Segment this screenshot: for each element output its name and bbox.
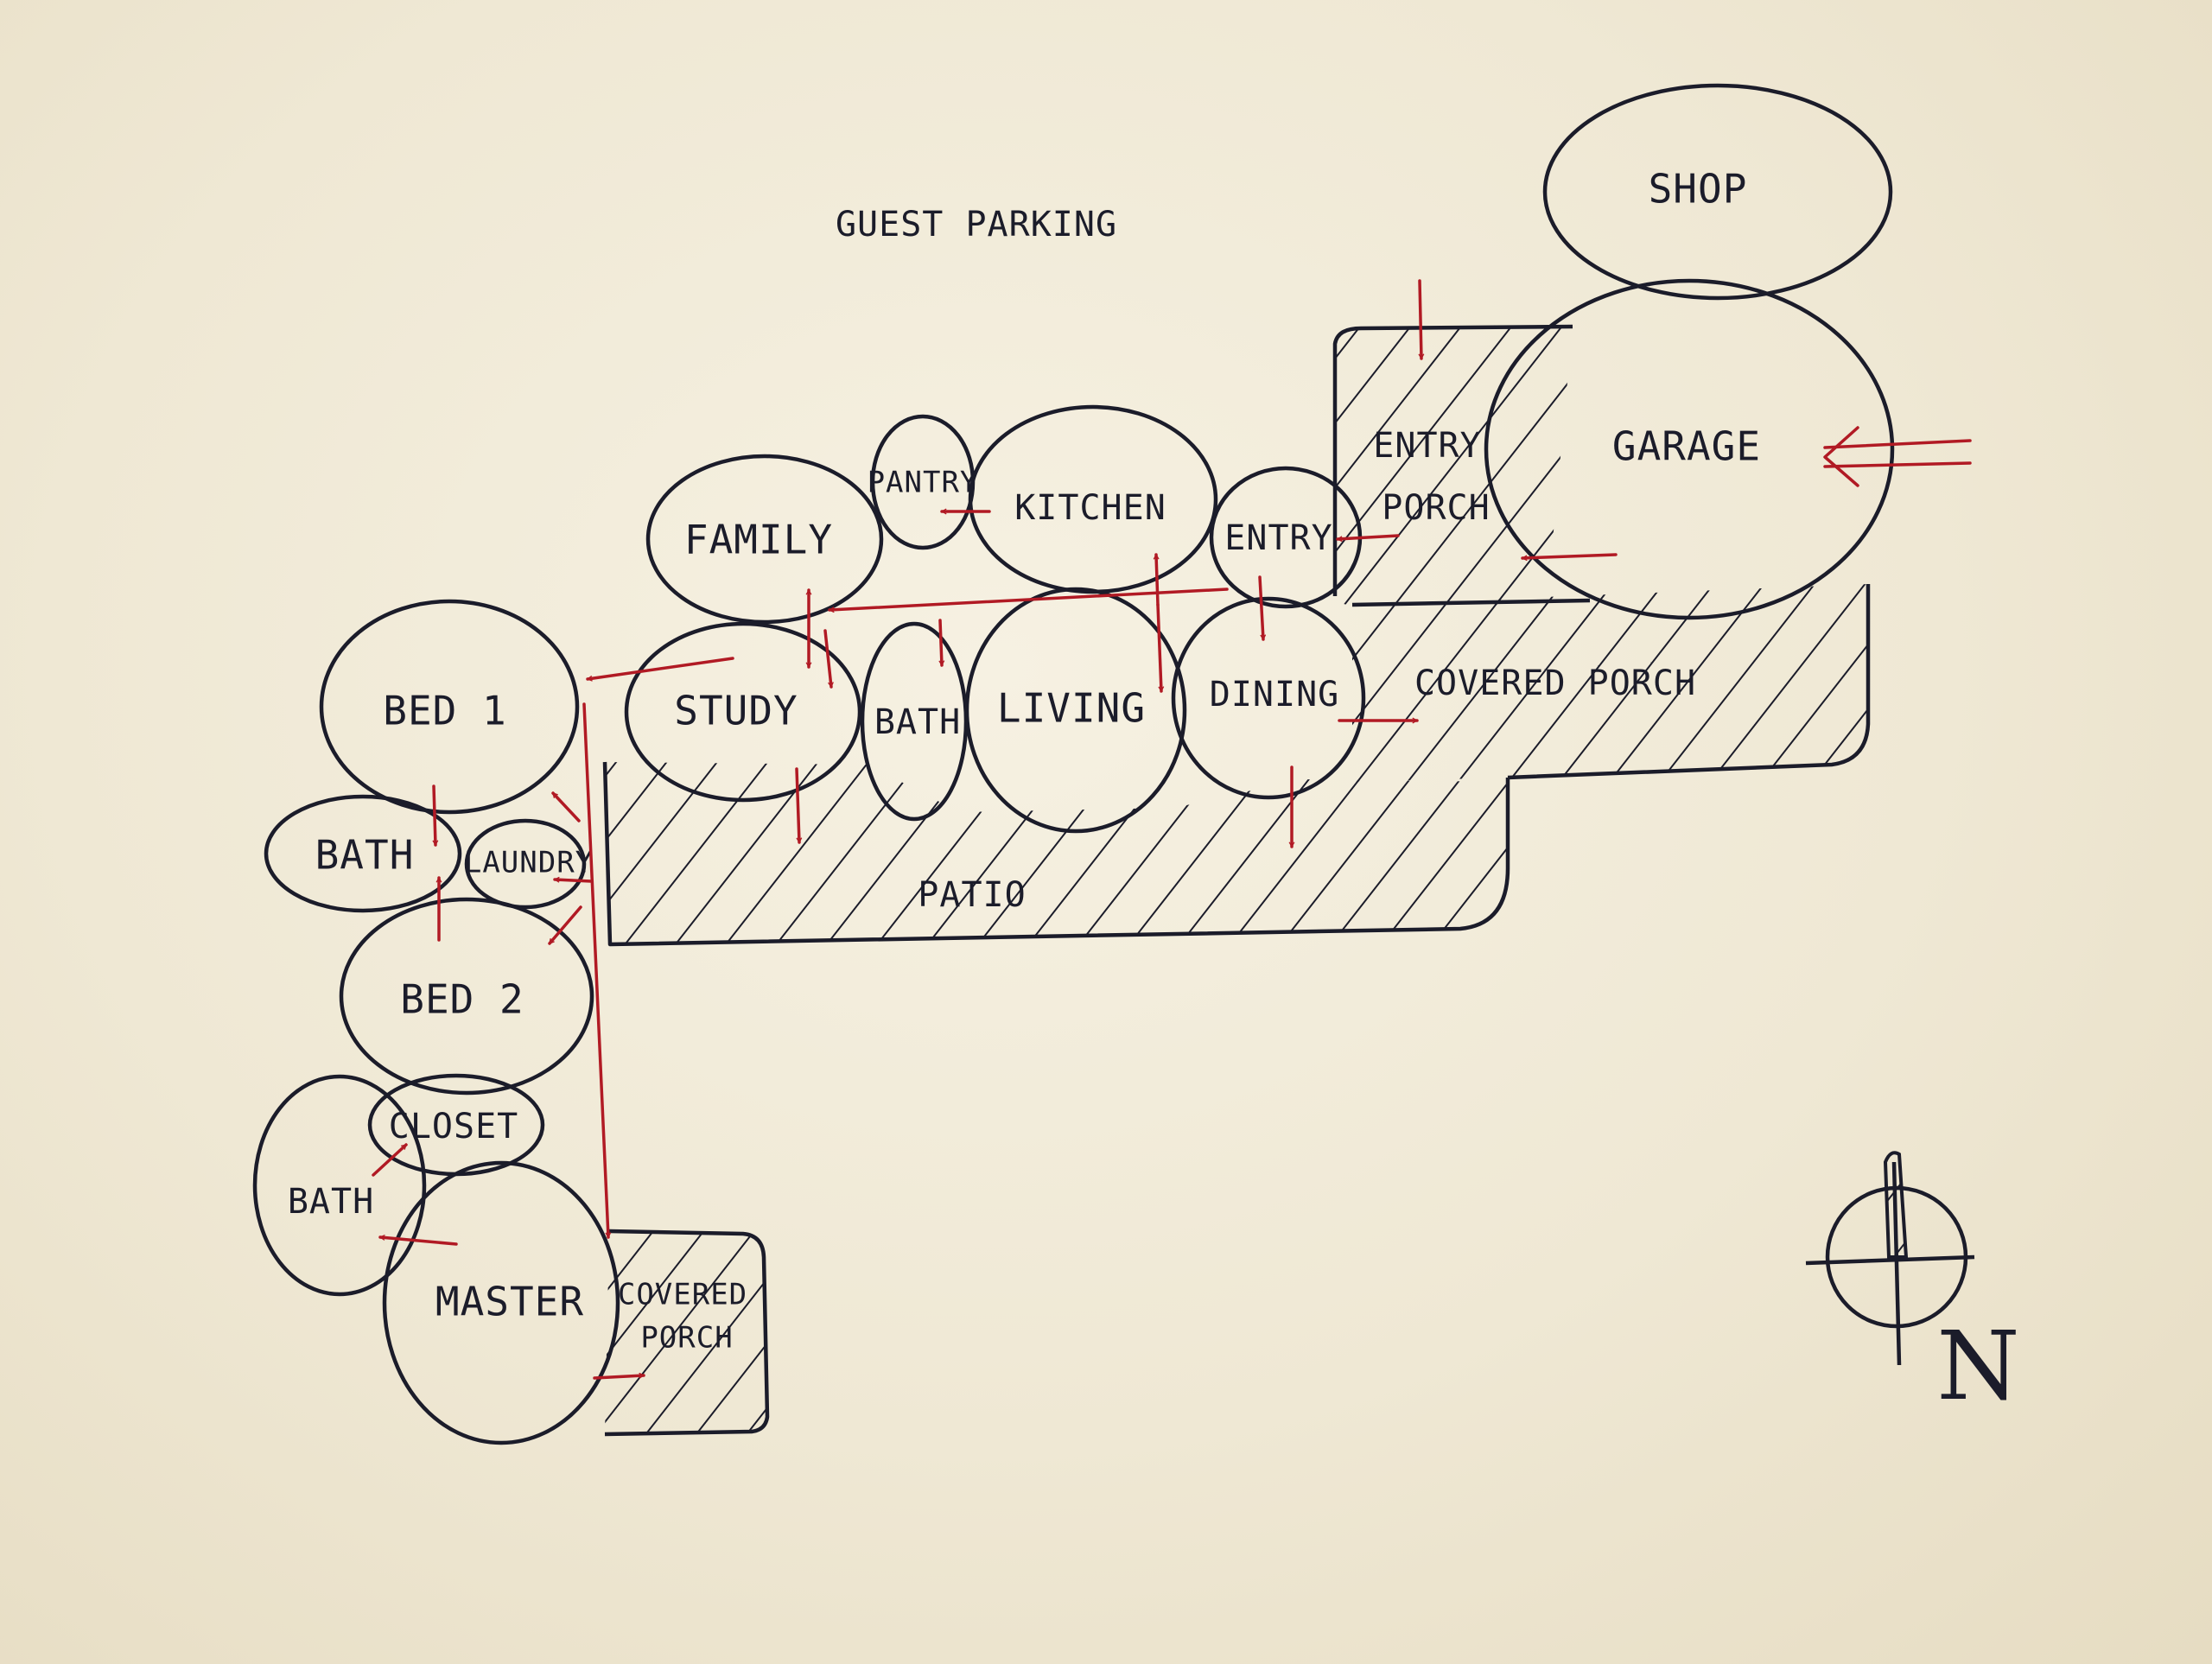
bath-hall-bubble: [264, 794, 462, 913]
garage-entrance-arrow-1: [1823, 439, 1972, 449]
bed1-label: BED 1: [383, 688, 506, 734]
arrow-master-porch: [593, 1372, 645, 1380]
arrow-entry-to-dining: [1258, 575, 1267, 641]
dining-bubble: [1171, 596, 1366, 800]
study-bubble: [624, 621, 862, 803]
bath-hall-label: BATH: [315, 832, 415, 879]
arrow-master-bath: [378, 1234, 458, 1246]
bath-master-bubble: [252, 1074, 427, 1297]
laundry-bubble: [464, 818, 587, 910]
entry-porch-label-2: PORCH: [1382, 488, 1490, 528]
family-label: FAMILY: [684, 517, 833, 563]
entry-porch-label-1: ENTRY: [1373, 426, 1481, 466]
study-label: STUDY: [674, 688, 798, 734]
garage-label: GARAGE: [1612, 423, 1761, 470]
patio-area: [605, 762, 1508, 944]
kitchen-label: KITCHEN: [1014, 488, 1166, 528]
arrow-study-bed1: [586, 657, 734, 682]
covered-porch-master-label-1: COVERED: [618, 1278, 747, 1312]
arrow-laundry-hall: [553, 876, 593, 883]
covered-porch-master-area: [605, 1231, 767, 1434]
bed2-bubble: [339, 897, 594, 1096]
entry-label: ENTRY: [1224, 518, 1332, 558]
arrow-bed1-bath: [432, 784, 439, 847]
room-labels: GUEST PARKING SHOP GARAGE ENTRY PORCH PA…: [288, 166, 1761, 1356]
closet-label: CLOSET: [389, 1107, 519, 1146]
outdoor-outlines: [602, 324, 1871, 1437]
covered-porch-master-label-2: PORCH: [640, 1321, 733, 1356]
laundry-label: LAUNDRY: [464, 846, 594, 880]
arrow-down-bath: [938, 619, 945, 667]
bath-master-label: BATH: [288, 1182, 374, 1222]
circulation-arrows: [372, 279, 1972, 1380]
master-bubble: [382, 1160, 620, 1445]
garage-entrance-arrowhead: [1823, 426, 1859, 487]
bed1-bubble: [319, 599, 580, 815]
guest-parking-label: GUEST PARKING: [836, 205, 1117, 245]
bath-main-bubble: [860, 621, 969, 822]
dining-label: DINING: [1210, 675, 1340, 715]
north-label: N: [1936, 1311, 2020, 1421]
patio-label: PATIO: [918, 875, 1026, 915]
covered-porch-east-label: COVERED PORCH: [1414, 664, 1696, 703]
shop-bubble: [1542, 83, 1893, 301]
arrow-porch-to-entry: [1336, 534, 1400, 543]
north-arrow-icon: N: [1805, 1151, 2020, 1421]
bath-main-label: BATH: [874, 702, 961, 742]
garage-entrance-arrow-2: [1823, 461, 1972, 468]
covered-porch-east-area: [1352, 584, 1868, 782]
shop-label: SHOP: [1649, 166, 1748, 213]
arrow-to-entry-porch: [1418, 279, 1425, 360]
arrow-down-study: [823, 629, 834, 689]
arrow-bed2-hall: [548, 905, 582, 945]
master-label: MASTER: [435, 1279, 584, 1325]
arrow-study-patio: [795, 767, 803, 844]
pantry-label: PANTRY: [868, 466, 979, 500]
arrow-corridor-main: [828, 587, 1229, 613]
bed2-label: BED 2: [400, 976, 524, 1023]
arrow-bath-closet: [372, 1143, 408, 1177]
arrow-hall-vertical: [582, 702, 612, 1239]
room-bubbles: [252, 83, 1895, 1445]
garage-bubble: [1484, 278, 1895, 620]
arrow-up-to-kitchen: [1153, 553, 1160, 607]
arrow-garage-to-porch: [1521, 553, 1618, 562]
arrow-down-to-living: [1156, 603, 1165, 693]
family-bubble: [645, 454, 884, 625]
arrow-to-laundry: [551, 791, 581, 822]
living-label: LIVING: [997, 685, 1146, 732]
